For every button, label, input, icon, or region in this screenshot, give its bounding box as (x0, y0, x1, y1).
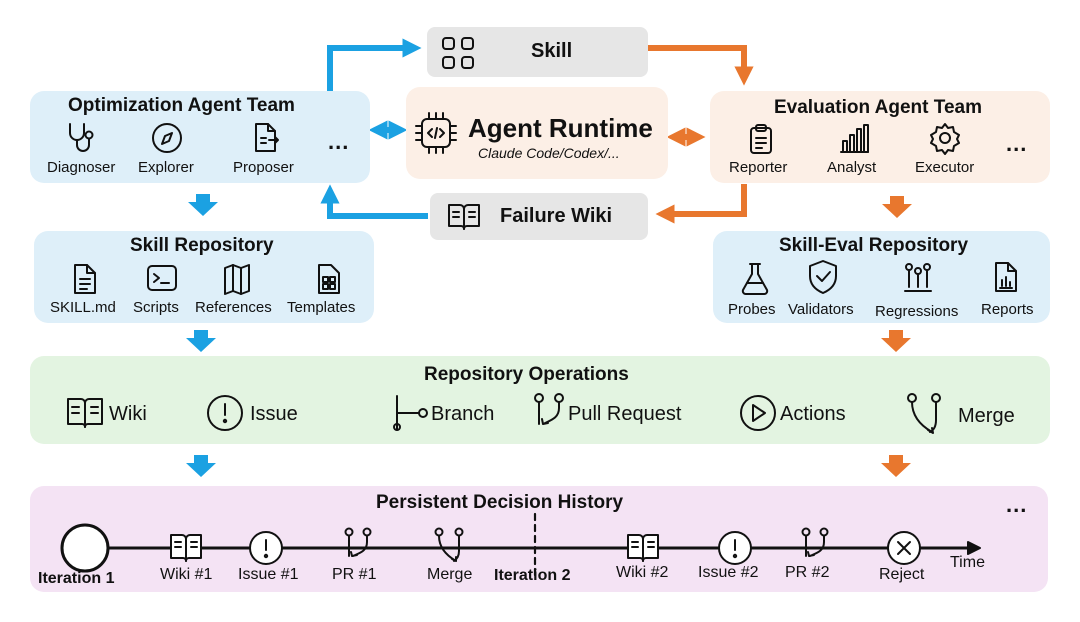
stethoscope-icon (69, 123, 94, 152)
chip-code-icon (415, 112, 457, 154)
branch-icon (393, 395, 428, 431)
timeline-reject-icon (887, 531, 921, 565)
member-executor: Executor (915, 159, 975, 176)
event-issue-2: Issue #2 (698, 564, 759, 581)
arrow-down-orange-3 (881, 455, 911, 477)
skill-pill: Skill (427, 27, 648, 77)
template-icon (318, 264, 340, 294)
arrow-down-blue-3 (186, 455, 216, 477)
timeline-wiki-icon (170, 534, 202, 562)
item-reports: Reports (981, 301, 1034, 318)
arrow-down-blue-2 (186, 330, 216, 352)
event-reject: Reject (879, 566, 925, 583)
item-skill-md: SKILL.md (50, 299, 116, 316)
pull-request-icon (534, 393, 564, 425)
skill-eval-repository-box: Skill-Eval Repository Probes Validators … (713, 231, 1050, 323)
agent-runtime-title: Agent Runtime (468, 113, 653, 143)
member-diagnoser: Diagnoser (47, 159, 116, 176)
grid-icon (442, 37, 474, 69)
clipboard-icon (750, 124, 772, 154)
document-arrow-icon (255, 123, 279, 152)
repository-operations-title: Repository Operations (424, 364, 629, 385)
skill-label: Skill (531, 40, 573, 62)
optimization-team-title: Optimization Agent Team (68, 95, 295, 116)
event-merge: Merge (427, 566, 473, 583)
arrow-eval-to-failurewiki (655, 184, 747, 224)
event-issue-1: Issue #1 (238, 566, 299, 583)
evaluation-agent-team-box: Evaluation Agent Team Reporter Analyst E… (710, 91, 1050, 183)
item-references: References (195, 299, 272, 316)
arrow-opt-to-skill (327, 38, 422, 92)
timeline-issue-icon (249, 531, 283, 565)
optimization-team-more: ... (328, 129, 350, 154)
evaluation-team-more: ... (1006, 131, 1028, 156)
agent-runtime-subtitle: Claude Code/Codex/... (478, 145, 620, 161)
arrow-down-blue-1 (188, 194, 218, 216)
timeline-pr2-icon (801, 527, 829, 557)
report-icon (995, 262, 1017, 292)
event-pr-1: PR #1 (332, 566, 377, 583)
item-validators: Validators (788, 301, 854, 318)
timeline-wiki2-icon (627, 534, 659, 562)
skill-eval-repository-title: Skill-Eval Repository (779, 235, 969, 256)
iteration-2-label: Iteration 2 (494, 567, 571, 584)
issue-icon (207, 395, 243, 431)
op-pull-request: Pull Request (568, 403, 682, 425)
iteration-1-label: Iteration 1 (38, 570, 115, 587)
optimization-agent-team-box: Optimization Agent Team Diagnoser Explor… (30, 91, 370, 183)
repository-operations-box: Repository Operations Wiki Issue Branch … (30, 356, 1050, 444)
arrow-down-orange-2 (881, 330, 911, 352)
timeline (60, 512, 981, 578)
op-actions: Actions (780, 403, 846, 425)
timeline-pr-icon (344, 527, 372, 557)
bar-chart-icon (840, 124, 869, 153)
op-merge: Merge (958, 405, 1015, 427)
gear-icon (930, 123, 960, 155)
timeline-more: ... (1006, 492, 1028, 517)
op-issue: Issue (250, 403, 298, 425)
wiki-icon (67, 398, 103, 428)
agent-runtime-box: Agent Runtime Claude Code/Codex/... (406, 87, 668, 179)
shield-check-icon (809, 260, 837, 294)
actions-play-icon (740, 395, 776, 431)
member-proposer: Proposer (233, 159, 294, 176)
item-templates: Templates (287, 299, 356, 316)
event-pr-2: PR #2 (785, 564, 830, 581)
sliders-icon (904, 263, 932, 292)
skill-repository-box: Skill Repository SKILL.md Scripts Refere… (34, 231, 374, 323)
map-book-icon (224, 264, 250, 295)
terminal-icon (147, 265, 177, 291)
flask-icon (741, 263, 769, 295)
item-scripts: Scripts (133, 299, 179, 316)
event-wiki-2: Wiki #2 (616, 564, 669, 581)
op-wiki: Wiki (109, 403, 147, 425)
arrow-skill-to-eval (648, 45, 754, 86)
member-explorer: Explorer (138, 159, 194, 176)
evaluation-team-title: Evaluation Agent Team (774, 97, 982, 118)
item-probes: Probes (728, 301, 776, 318)
arrow-down-orange-1 (882, 196, 912, 218)
member-reporter: Reporter (729, 159, 788, 176)
file-icon (74, 264, 96, 294)
failure-wiki-label: Failure Wiki (500, 205, 613, 227)
member-analyst: Analyst (827, 159, 877, 176)
timeline-merge-icon (434, 527, 464, 562)
skill-repository-title: Skill Repository (130, 235, 274, 256)
item-regressions: Regressions (875, 303, 959, 320)
compass-icon (152, 123, 182, 153)
event-wiki-1: Wiki #1 (160, 566, 213, 583)
op-branch: Branch (431, 403, 495, 425)
failure-wiki-pill: Failure Wiki (430, 193, 648, 240)
timeline-issue2-icon (718, 531, 752, 565)
book-icon (448, 204, 480, 230)
time-axis-label: Time (950, 554, 985, 571)
decision-history-title: Persistent Decision History (376, 492, 624, 513)
decision-history-box: Persistent Decision History Iteration 1 … (30, 486, 1048, 592)
merge-icon (907, 393, 941, 434)
arrow-failurewiki-to-opt (320, 184, 428, 219)
